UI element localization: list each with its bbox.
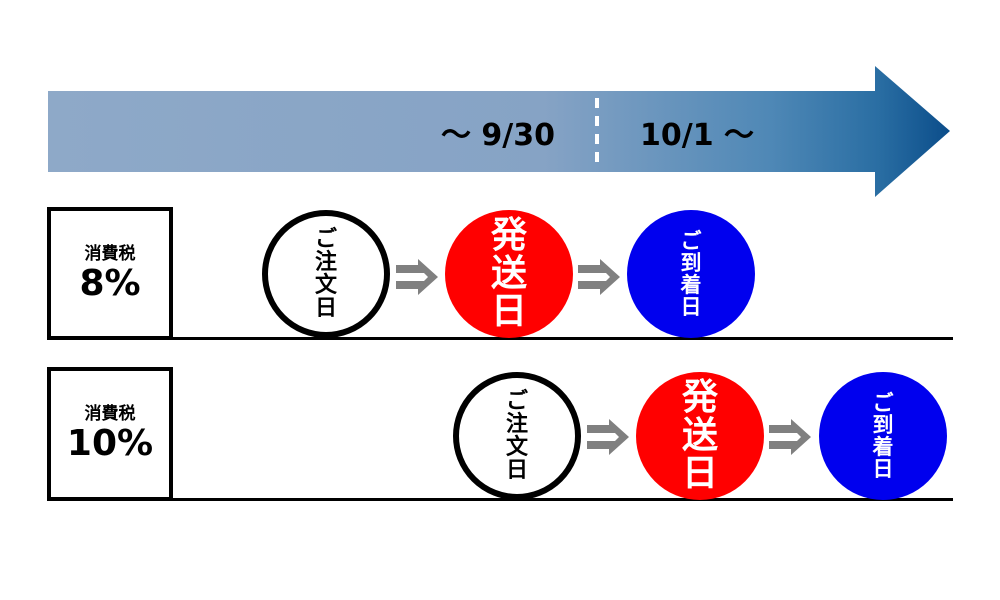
flow-arrow-icon [396,259,438,295]
tax-label-box-8: 消費税 8% [47,207,173,340]
flow-arrow-icon [587,419,629,455]
shipping-date-text: 発送日 [490,215,527,332]
row-baseline [47,337,953,340]
arrival-date-text: ご到着日 [680,228,702,320]
order-date-text: ご注文日 [505,388,528,484]
order-date-circle: ご注文日 [262,210,390,338]
arrival-date-text: ご到着日 [872,390,894,482]
tax-label-title: 消費税 [84,243,136,264]
flow-arrow-icon [769,419,811,455]
arrival-date-circle: ご到着日 [819,372,947,500]
order-date-text: ご注文日 [314,226,337,322]
row-baseline [47,498,953,501]
timeline-after-label: 10/1 ～ [640,118,754,153]
timeline-before-label: ～ 9/30 [441,118,555,153]
arrival-date-circle: ご到着日 [627,210,755,338]
shipping-date-circle: 発送日 [445,210,573,338]
order-date-circle: ご注文日 [453,372,581,500]
shipping-date-text: 発送日 [681,377,718,494]
tax-label-title: 消費税 [84,404,136,424]
timeline-arrow-body [48,66,950,197]
flow-arrow-icon [578,259,620,295]
timeline-arrow: ～ 9/30 10/1 ～ [48,66,950,197]
tax-label-box-10: 消費税 10% [47,367,173,501]
tax-rate-value: 10% [66,423,154,465]
shipping-date-circle: 発送日 [636,372,764,500]
tax-rate-value: 8% [79,262,141,304]
